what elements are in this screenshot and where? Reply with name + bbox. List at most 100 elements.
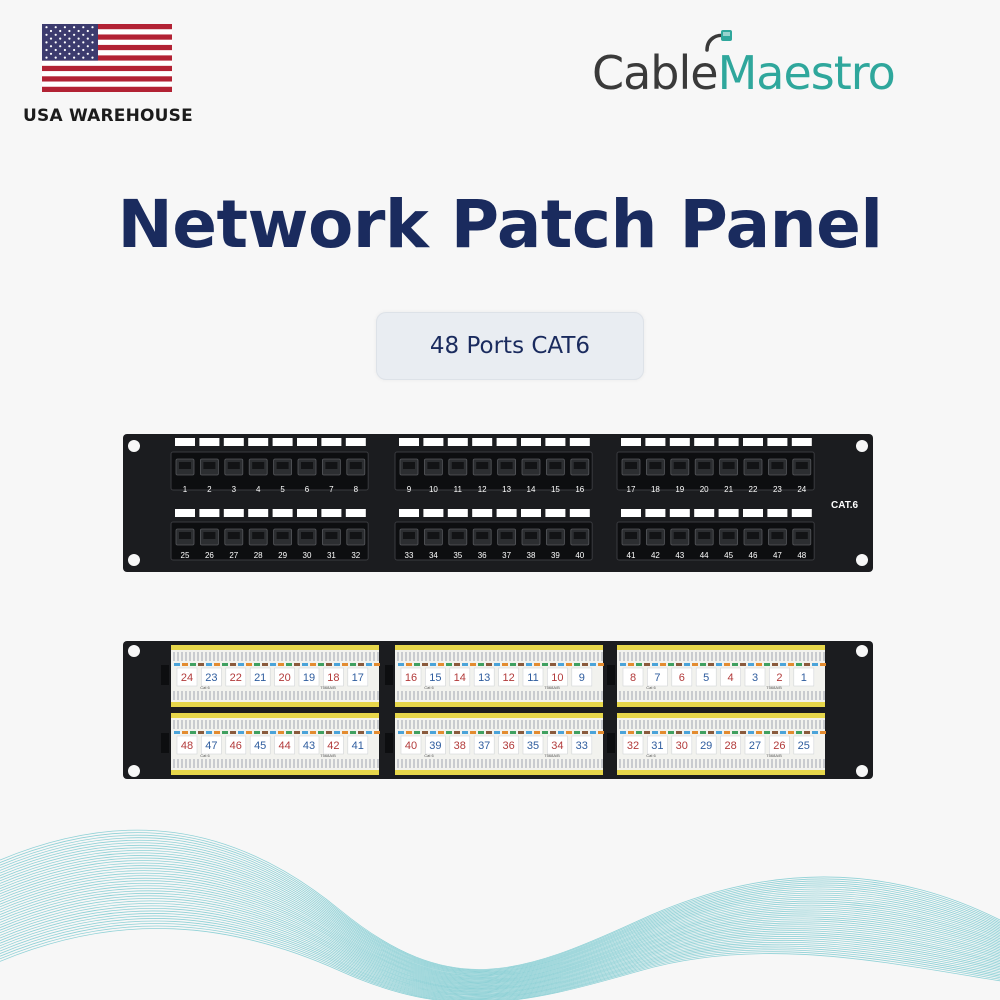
wire-color-code <box>174 663 180 666</box>
port-label-strip <box>223 438 244 446</box>
idc-slot <box>361 720 363 729</box>
wire-color-code <box>684 663 690 666</box>
idc-slot <box>739 652 741 661</box>
idc-slot <box>747 720 749 729</box>
idc-slot <box>623 691 625 700</box>
wire-color-code <box>190 731 196 734</box>
wire-color-code <box>740 663 746 666</box>
idc-slot <box>237 652 239 661</box>
idc-slot <box>803 691 805 700</box>
flag-star <box>86 45 89 48</box>
idc-slot <box>509 759 511 768</box>
port-label-strip <box>175 509 195 517</box>
idc-slot <box>353 691 355 700</box>
idc-slot <box>425 691 427 700</box>
idc-slot <box>775 691 777 700</box>
idc-slot <box>739 720 741 729</box>
idc-slot <box>453 652 455 661</box>
wave-line <box>0 880 1000 987</box>
cat6-small-label: Cat 6 <box>200 685 210 690</box>
wire-color-code <box>374 663 380 666</box>
port-label-strip <box>521 438 541 446</box>
idc-slot <box>517 720 519 729</box>
port-group-frame <box>394 521 593 561</box>
idc-slot <box>277 759 279 768</box>
idc-slot <box>205 720 207 729</box>
idc-slot <box>489 759 491 768</box>
idc-slot <box>655 652 657 661</box>
idc-slot <box>373 759 375 768</box>
back-port-number: 18 <box>327 672 339 684</box>
idc-slot <box>433 759 435 768</box>
idc-slot <box>333 759 335 768</box>
idc-slot <box>815 652 817 661</box>
wave-line <box>0 913 1000 998</box>
back-port-label-box <box>449 735 471 755</box>
jack-contacts <box>325 462 338 469</box>
wire-color-code <box>510 731 516 734</box>
wire-color-code <box>222 731 228 734</box>
back-port-label-box <box>793 667 815 687</box>
wire-color-code <box>518 731 524 734</box>
idc-slot <box>521 759 523 768</box>
jack-contacts <box>747 462 759 469</box>
idc-slot <box>293 652 295 661</box>
idc-slot <box>341 691 343 700</box>
idc-slot <box>679 652 681 661</box>
idc-slot <box>577 720 579 729</box>
idc-slot <box>185 720 187 729</box>
flag-stripes <box>42 24 172 92</box>
idc-slot <box>329 759 331 768</box>
flag-star <box>68 45 71 48</box>
idc-slot <box>537 691 539 700</box>
back-port-number: 7 <box>654 672 660 684</box>
wire-color-code <box>644 663 650 666</box>
wave-line <box>0 905 1000 996</box>
idc-slot <box>173 652 175 661</box>
idc-slot <box>233 720 235 729</box>
port-label-strip <box>718 509 739 517</box>
back-port-number: 43 <box>303 740 315 752</box>
wire-color-code <box>636 663 642 666</box>
jack-contacts <box>795 532 808 539</box>
wave-line <box>0 839 1000 974</box>
idc-slot <box>425 759 427 768</box>
wire-color-code <box>366 663 372 666</box>
idc-slot <box>755 691 757 700</box>
idc-slot <box>513 720 515 729</box>
idc-slot <box>301 652 303 661</box>
wire-color-code <box>820 731 826 734</box>
idc-slot <box>585 652 587 661</box>
port-label-strip <box>272 509 293 517</box>
wire-color-code <box>478 731 484 734</box>
idc-slot <box>663 691 665 700</box>
idc-slot <box>229 652 231 661</box>
wire-color-code <box>270 663 276 666</box>
mount-hole <box>856 554 868 566</box>
idc-slot <box>593 720 595 729</box>
jack-contacts <box>349 462 362 469</box>
idc-slot <box>687 691 689 700</box>
idc-slot <box>823 652 825 661</box>
idc-slot <box>465 691 467 700</box>
idc-slot <box>237 759 239 768</box>
flag-star <box>45 48 48 52</box>
back-port-number: 5 <box>703 672 709 684</box>
wire-color-code <box>820 663 826 666</box>
wire-color-code <box>668 663 674 666</box>
wire-color-code <box>278 731 284 734</box>
back-port-number: 30 <box>676 740 688 752</box>
back-port-label-box <box>647 735 668 755</box>
port-group-frame <box>170 451 369 491</box>
flag-star <box>63 33 66 36</box>
idc-slot <box>409 720 411 729</box>
flag-star <box>68 29 71 33</box>
port-label-strip <box>694 438 715 446</box>
idc-slot <box>683 652 685 661</box>
idc-slot <box>735 720 737 729</box>
logo-maestro-text: Maestro <box>717 46 896 100</box>
flag-star <box>49 45 53 48</box>
idc-slot <box>361 759 363 768</box>
port-group-frame <box>616 521 815 561</box>
jack-contacts <box>349 532 362 539</box>
